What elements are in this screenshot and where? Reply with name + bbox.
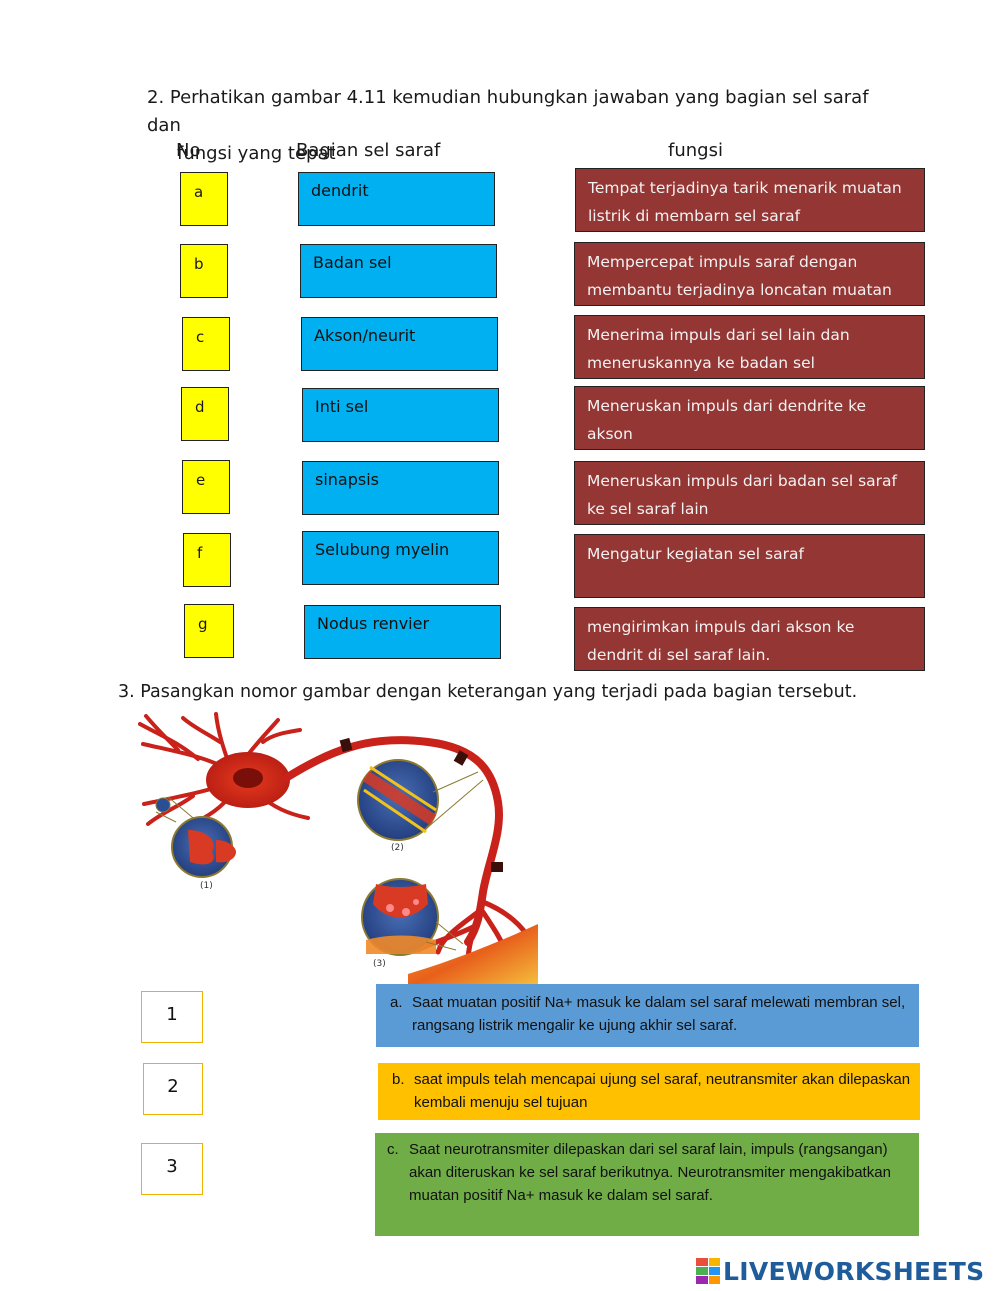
function-box-3[interactable]: Menerima impuls dari sel lain dan meneru… [574, 315, 925, 379]
question-3-title: 3. Pasangkan nomor gambar dengan keteran… [118, 682, 858, 702]
number-box-1[interactable]: 1 [141, 991, 203, 1043]
function-box-6[interactable]: Mengatur kegiatan sel saraf [574, 534, 925, 598]
liveworksheets-logo: LIVEWORKSHEETS [696, 1254, 984, 1288]
zoom-circle-2 [357, 759, 484, 841]
part-box-nodus-renvier[interactable]: Nodus renvier [304, 605, 501, 659]
letter-box-a[interactable]: a [180, 172, 228, 226]
part-box-badan-sel[interactable]: Badan sel [300, 244, 497, 298]
figure-label-3: (3) [373, 959, 386, 969]
nucleus [233, 768, 263, 788]
zoom-circle-3 [361, 878, 464, 956]
answer-text-b: saat impuls telah mencapai ujung sel sar… [414, 1071, 911, 1111]
neuron-diagram: (1) (2) (3) [138, 712, 538, 987]
answer-box-a[interactable]: a. Saat muatan positif Na+ masuk ke dala… [376, 984, 919, 1047]
header-fungsi: fungsi [668, 140, 723, 161]
target-cell-membrane [408, 924, 538, 987]
part-box-selubung-myelin[interactable]: Selubung myelin [302, 531, 499, 585]
letter-box-d[interactable]: d [181, 387, 229, 441]
function-box-4[interactable]: Meneruskan impuls dari dendrite ke akson [574, 386, 925, 450]
answer-letter-a: a. [390, 994, 403, 1011]
function-box-2[interactable]: Mempercepat impuls saraf dengan membantu… [574, 242, 925, 306]
function-box-1[interactable]: Tempat terjadinya tarik menarik muatan l… [575, 168, 925, 232]
letter-box-b[interactable]: b [180, 244, 228, 298]
axon [282, 736, 503, 946]
number-box-2[interactable]: 2 [143, 1063, 203, 1115]
header-bagian: Bagian sel saraf [296, 140, 441, 161]
part-box-dendrit[interactable]: dendrit [298, 172, 495, 226]
liveworksheets-mark-icon [696, 1258, 720, 1284]
part-box-akson[interactable]: Akson/neurit [301, 317, 498, 371]
function-box-7[interactable]: mengirimkan impuls dari akson ke dendrit… [574, 607, 925, 671]
liveworksheets-wordmark: LIVEWORKSHEETS [723, 1256, 985, 1286]
part-box-inti-sel[interactable]: Inti sel [302, 388, 499, 442]
letter-box-f[interactable]: f [183, 533, 231, 587]
answer-box-c[interactable]: c. Saat neurotransmiter dilepaskan dari … [375, 1133, 919, 1236]
answer-text-a: Saat muatan positif Na+ masuk ke dalam s… [412, 994, 906, 1034]
answer-letter-c: c. [387, 1141, 399, 1158]
figure-label-2: (2) [391, 843, 404, 853]
part-box-sinapsis[interactable]: sinapsis [302, 461, 499, 515]
answer-text-c: Saat neurotransmiter dilepaskan dari sel… [409, 1141, 891, 1204]
answer-box-b[interactable]: b. saat impuls telah mencapai ujung sel … [378, 1063, 920, 1120]
question-2-title: 2. Perhatikan gambar 4.11 kemudian hubun… [147, 84, 907, 168]
question-2-title-line1: 2. Perhatikan gambar 4.11 kemudian hubun… [147, 87, 869, 136]
answer-letter-b: b. [392, 1071, 405, 1088]
myelin-nodes [339, 737, 503, 872]
question-2-title-line2: fungsi yang tepat [177, 143, 336, 164]
zoom-circle-1 [155, 796, 236, 878]
number-box-3[interactable]: 3 [141, 1143, 203, 1195]
header-no: No [176, 140, 201, 161]
letter-box-c[interactable]: c [182, 317, 230, 371]
figure-label-1: (1) [200, 881, 213, 891]
letter-box-e[interactable]: e [182, 460, 230, 514]
function-box-5[interactable]: Meneruskan impuls dari badan sel saraf k… [574, 461, 925, 525]
letter-box-g[interactable]: g [184, 604, 234, 658]
